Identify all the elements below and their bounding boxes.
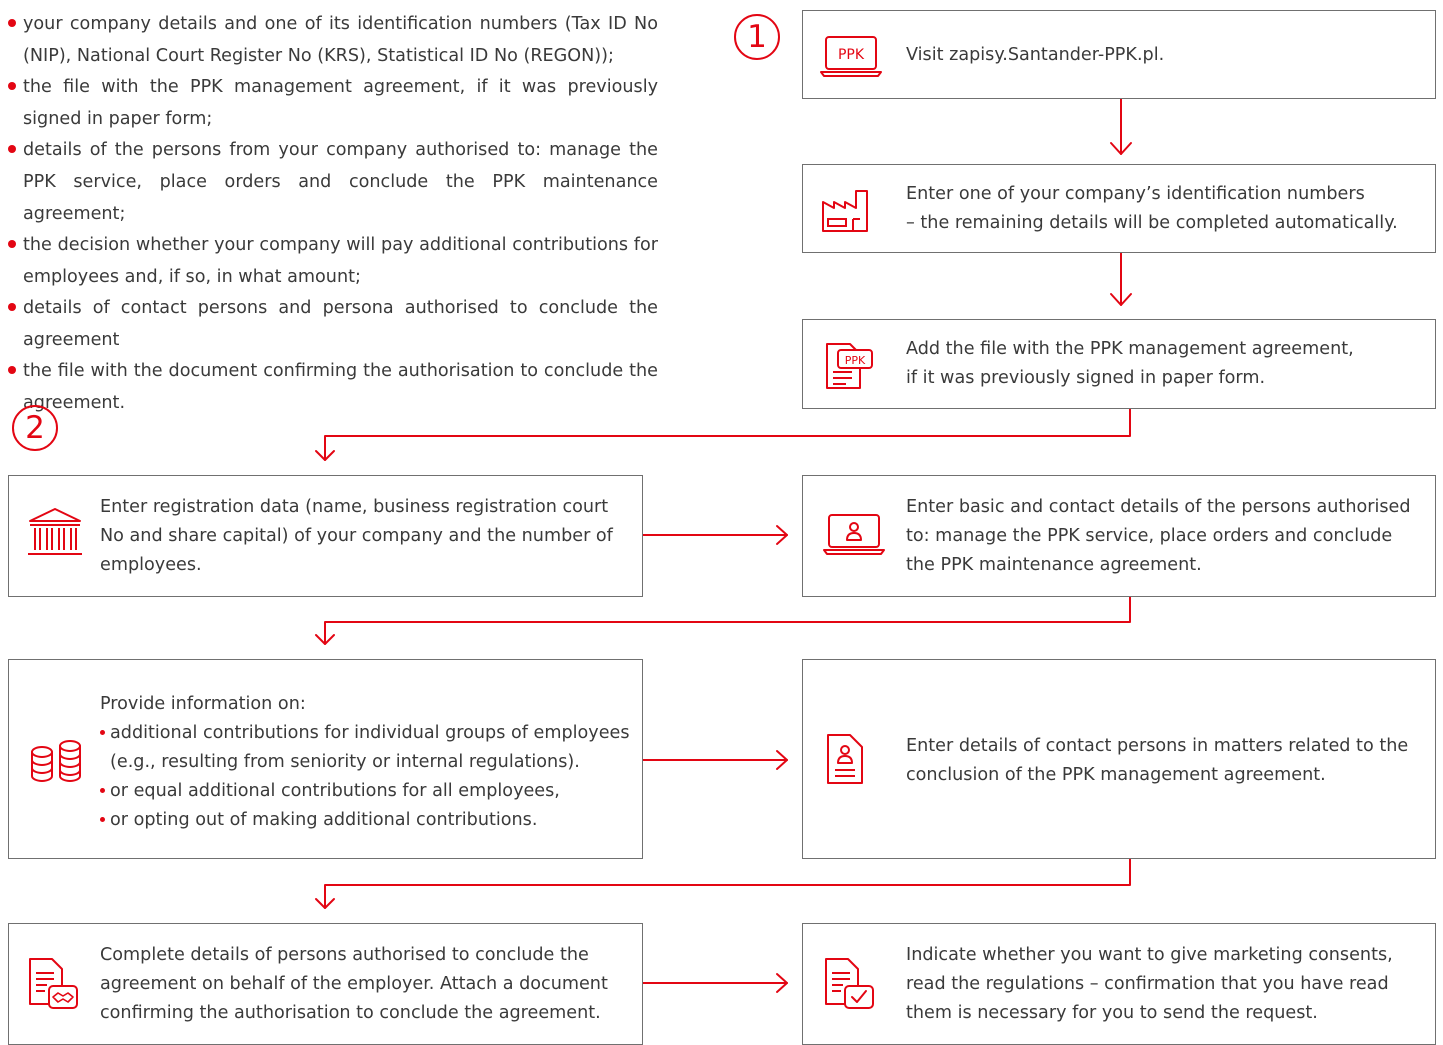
svg-text:PPK: PPK (845, 354, 866, 367)
arrow-head-right (776, 525, 788, 545)
step-visit-box: PPK Visit zapisy.Santander-PPK.pl. (802, 10, 1436, 99)
arrow-head-right (776, 750, 788, 770)
step-text: Indicate whether you want to give market… (906, 945, 1393, 1023)
bank-building-icon (28, 508, 82, 555)
step-text: Enter basic and contact details of the p… (906, 497, 1411, 575)
connector-line (324, 596, 1131, 645)
ppk-document-icon: PPK (826, 343, 873, 389)
laptop-user-icon (823, 514, 885, 555)
arrow-head-down (1110, 142, 1132, 155)
list-item: your company details and one of its iden… (8, 8, 658, 72)
step-text: Visit zapisy.Santander-PPK.pl. (906, 45, 1165, 65)
step-text: Add the file with the PPK management agr… (906, 339, 1354, 388)
bullet-dot (8, 82, 16, 90)
bullet-dot (8, 19, 16, 27)
contribution-options: additional contributions for individual … (100, 719, 630, 835)
document-check-icon (825, 958, 874, 1009)
arrow-head-down (315, 450, 335, 461)
laptop-ppk-icon: PPK (820, 36, 882, 77)
factory-icon (822, 190, 868, 232)
bullet-dot (8, 303, 16, 311)
step-text: Provide information on: additional contr… (100, 690, 630, 835)
step-contact-persons-box: Enter details of contact persons in matt… (802, 659, 1436, 859)
document-handshake-icon (29, 958, 78, 1009)
step-authorised-persons-box: Enter basic and contact details of the p… (802, 475, 1436, 597)
bullet-dot (100, 730, 105, 735)
step-consents-box: Indicate whether you want to give market… (802, 923, 1436, 1045)
step-text: Enter details of contact persons in matt… (906, 736, 1409, 785)
connector-line (324, 408, 1131, 461)
list-item: or equal additional contributions for al… (100, 777, 630, 806)
step-add-file-box: PPK Add the file with the PPK management… (802, 319, 1436, 409)
requirements-list: your company details and one of its iden… (8, 8, 658, 418)
step-contributions-box: Provide information on: additional contr… (8, 659, 643, 859)
coins-icon (31, 740, 81, 782)
bullet-dot (8, 145, 16, 153)
list-item: the file with the PPK management agreeme… (8, 71, 658, 135)
list-item: the file with the document confirming th… (8, 355, 658, 419)
step-text: Enter registration data (name, business … (100, 497, 613, 575)
document-user-icon (827, 734, 863, 784)
bullet-dot (100, 788, 105, 793)
list-item: details of contact persons and persona a… (8, 292, 658, 356)
step-registration-box: Enter registration data (name, business … (8, 475, 643, 597)
svg-text:PPK: PPK (838, 47, 865, 63)
step-two-badge: 2 (12, 405, 58, 451)
arrow-head-down (315, 634, 335, 645)
bullet-dot (8, 366, 16, 374)
bullet-dot (100, 817, 105, 822)
arrow-head-down (315, 898, 335, 909)
step-company-id-box: Enter one of your company’s identificati… (802, 164, 1436, 253)
step-one-badge: 1 (734, 14, 780, 60)
arrow-head-right (776, 973, 788, 993)
step-text: Enter one of your company’s identificati… (906, 184, 1398, 233)
list-item: additional contributions for individual … (100, 719, 630, 777)
bullet-dot (8, 240, 16, 248)
step-employer-signatories-box: Complete details of persons authorised t… (8, 923, 643, 1045)
list-item: the decision whether your company will p… (8, 229, 658, 293)
arrow-head-down (1110, 293, 1132, 306)
list-item: or opting out of making additional contr… (100, 806, 630, 835)
list-item: details of the persons from your company… (8, 134, 658, 230)
step-text: Complete details of persons authorised t… (100, 945, 608, 1023)
connector-line (324, 858, 1131, 909)
